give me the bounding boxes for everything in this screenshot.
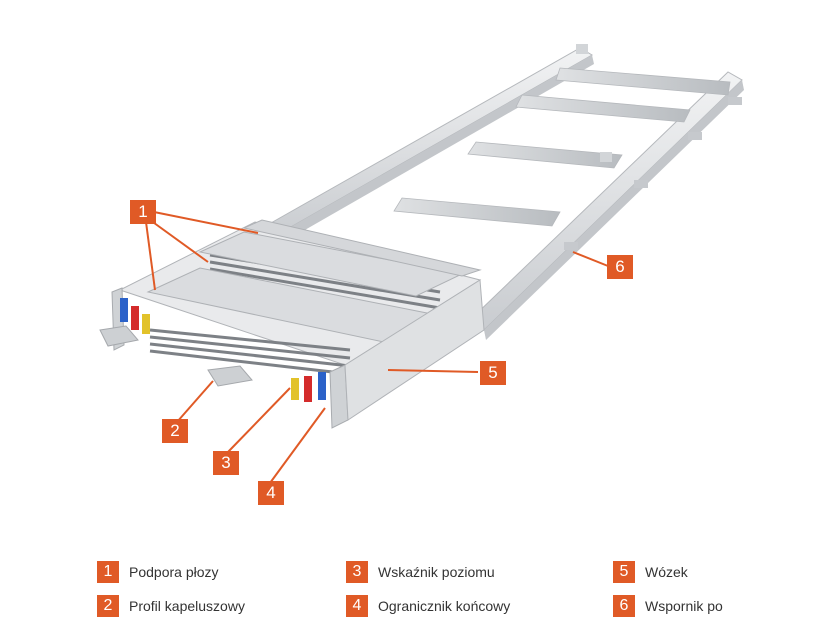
product-diagram: 1 2 3 4 5 6	[99, 44, 744, 505]
legend-badge: 6	[613, 595, 635, 617]
callout-1: 1	[130, 200, 156, 224]
rail-frame	[254, 44, 744, 340]
legend-badge: 4	[346, 595, 368, 617]
legend-badge: 2	[97, 595, 119, 617]
legend-label: Wskaźnik poziomu	[378, 564, 495, 580]
legend-item-2: 2 Profil kapeluszowy	[97, 594, 245, 618]
legend-label: Wózek	[645, 564, 688, 580]
callout-4: 4	[258, 481, 284, 505]
legend-label: Wspornik po	[645, 598, 723, 614]
callout-3: 3	[213, 451, 239, 475]
legend-badge: 5	[613, 561, 635, 583]
legend-label: Profil kapeluszowy	[129, 598, 245, 614]
legend-item-6: 6 Wspornik po	[613, 594, 723, 618]
callout-5: 5	[480, 361, 506, 385]
legend-item-1: 1 Podpora płozy	[97, 560, 219, 584]
rail-assembly-illustration	[99, 44, 744, 484]
legend-badge: 3	[346, 561, 368, 583]
callout-leaders	[145, 211, 609, 484]
legend-label: Ogranicznik końcowy	[378, 598, 511, 614]
legend-item-5: 5 Wózek	[613, 560, 688, 584]
legend-badge: 1	[97, 561, 119, 583]
legend-item-4: 4 Ogranicznik końcowy	[346, 594, 510, 618]
legend-item-3: 3 Wskaźnik poziomu	[346, 560, 495, 584]
callout-2: 2	[162, 419, 188, 443]
carriage	[99, 219, 485, 429]
callout-6: 6	[607, 255, 633, 279]
legend-label: Podpora płozy	[129, 564, 219, 580]
legend: 1 Podpora płozy 2 Profil kapeluszowy 3 W…	[0, 550, 838, 620]
